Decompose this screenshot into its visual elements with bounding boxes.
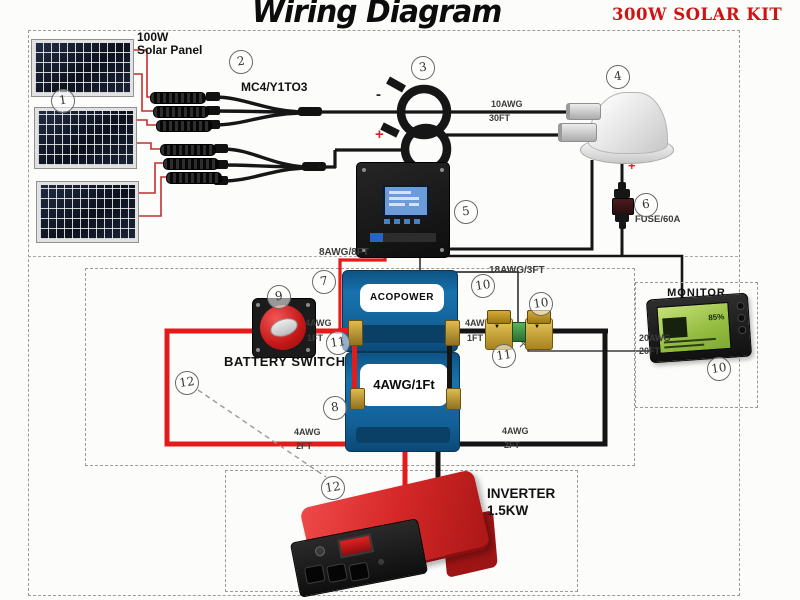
battery-brand: ACOPOWER [370, 292, 434, 303]
jumper-positive [352, 330, 357, 398]
inline-fuse [610, 182, 636, 232]
monitor-length-label: 20FT [639, 346, 661, 356]
controller-button[interactable] [394, 219, 400, 224]
pv-gauge-label: 10AWG [491, 99, 523, 109]
monitor-screen: 85% [656, 301, 732, 354]
inverter-display [337, 533, 375, 559]
mc4-label: MC4/Y1TO3 [241, 80, 308, 94]
kit-label: 300W SOLAR KIT [612, 5, 783, 24]
controller-battery-label: 8AWG/8FT [319, 247, 370, 258]
battery-brand-plate: ACOPOWER [360, 284, 444, 312]
monitor-button[interactable] [737, 313, 746, 323]
solar-panel-1 [31, 39, 134, 97]
bat-left-length: 1FT [307, 333, 324, 343]
controller-button[interactable] [384, 219, 390, 224]
bat-left-gauge: 4AWG [305, 318, 332, 328]
inverter-neg-gauge: 4AWG [502, 426, 529, 436]
mc4-connector [160, 144, 216, 156]
plus-mark-fuse: + [628, 158, 636, 173]
busbar-sense-label: 18AWG/3FT [489, 265, 545, 276]
mc4-connector [150, 92, 206, 104]
battery-jumper-label: 4AWG/1Ft [373, 377, 435, 392]
pv-length-label: 30FT [489, 113, 511, 123]
page-title: Wiring Diagram [252, 0, 502, 30]
solar-panel-label-line2: Solar Panel [137, 43, 203, 57]
solar-panel-3 [36, 181, 139, 243]
bat-right-gauge: 4AWG [465, 318, 492, 328]
ac-outlet[interactable] [326, 562, 348, 584]
monitor-button[interactable] [736, 301, 745, 311]
inverter-label: INVERTER [487, 486, 556, 501]
battery-terminal [348, 320, 363, 346]
inverter-box [225, 470, 578, 592]
battery-monitor: 85% [645, 292, 753, 364]
inverter-power-button[interactable] [314, 545, 326, 558]
monitor-button[interactable] [737, 325, 747, 335]
minus-mark: - [376, 86, 381, 103]
bat-right-length: 1FT [467, 333, 484, 343]
controller-display [383, 185, 429, 217]
mc4-connector [153, 106, 209, 118]
monitor-gauge-label: 20AWG [639, 333, 671, 343]
battery-switch[interactable] [252, 296, 316, 358]
jumper-negative [447, 330, 452, 398]
monitor-unit: % [716, 312, 725, 322]
solar-panel-2 [34, 107, 137, 169]
mc4-connector [156, 120, 212, 132]
ac-outlet[interactable] [303, 564, 326, 585]
controller-button[interactable] [404, 219, 410, 224]
ac-outlet[interactable] [348, 561, 371, 582]
battery-system-box [85, 268, 635, 466]
gland-nut [558, 123, 597, 142]
inverter-power-label: 1.5KW [487, 503, 529, 518]
inverter-pos-gauge: 4AWG [294, 427, 321, 437]
battery-switch-label: BATTERY SWITCH [224, 354, 346, 369]
inverter-pos-length: 2FT [296, 441, 313, 451]
mc4-connector [163, 158, 219, 170]
battery-bank: ACOPOWER 4AWG/1Ft [338, 268, 461, 456]
solar-panel-label: 100W Solar Panel [137, 31, 202, 57]
cable-entry-gland [556, 90, 674, 168]
solar-panel-label-line1: 100W [137, 30, 169, 44]
busbar: ▼ ▼ [485, 310, 553, 350]
battery-terminal [350, 388, 365, 410]
fuse-label: FUSE/60A [635, 214, 681, 225]
battery-terminal [446, 388, 461, 410]
battery-jumper-plate: 4AWG/1Ft [360, 364, 448, 406]
charge-controller [356, 162, 450, 258]
plus-mark: + [375, 126, 384, 143]
controller-button[interactable] [414, 219, 420, 224]
mc4-connector [166, 172, 222, 184]
gland-nut [566, 103, 601, 120]
battery-terminal [445, 320, 460, 346]
inverter-neg-length: 2FT [504, 440, 521, 450]
